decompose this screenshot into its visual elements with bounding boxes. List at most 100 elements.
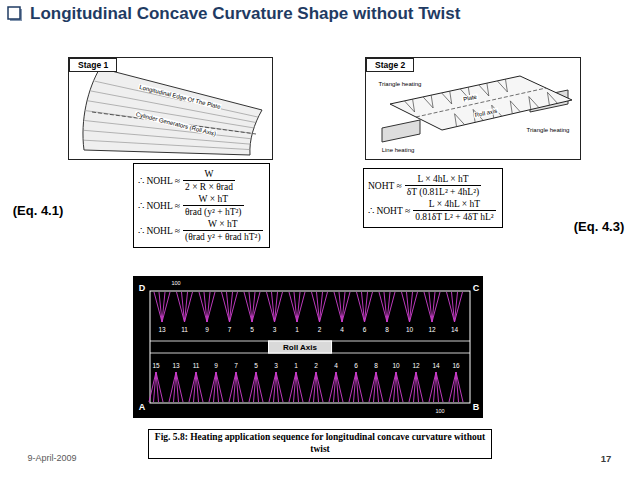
heating-triangle-line	[159, 292, 162, 322]
heating-triangle-line	[374, 372, 377, 402]
sequence-number: 11	[193, 362, 200, 369]
heating-triangle-line	[396, 372, 403, 402]
equation-lhs: ∴ NOHL ≈	[138, 225, 180, 236]
heating-triangle-line	[276, 372, 283, 402]
heating-triangle-line	[249, 292, 252, 322]
heating-triangle-line	[156, 372, 163, 402]
heating-triangle-line	[196, 372, 203, 402]
sequence-number: 12	[412, 362, 419, 369]
sequence-number: 16	[452, 362, 459, 369]
heating-triangle-line	[429, 372, 436, 402]
heating-triangle-line	[449, 372, 456, 402]
heating-triangle-line	[316, 372, 323, 402]
curved-plate	[83, 68, 262, 155]
heating-triangle-line	[369, 372, 376, 402]
heating-triangle-line	[447, 292, 455, 322]
equation-box: ∴ NOHL ≈W2 × R × θrad∴ NOHL ≈W × hTθrad …	[133, 163, 270, 248]
stage-tag: Stage 1	[69, 58, 117, 72]
part-label: Triangle heating	[526, 127, 571, 133]
triangle-heating-mark	[479, 83, 489, 96]
heating-triangle-line	[204, 292, 207, 322]
heating-triangle-line	[379, 292, 387, 322]
heating-triangle-line	[456, 372, 463, 402]
heating-triangle-line	[162, 292, 170, 322]
sequence-number: 11	[181, 326, 188, 333]
numerator: W × hT	[206, 219, 239, 230]
heating-triangle-line	[229, 372, 236, 402]
generator-line	[84, 130, 251, 144]
stage1-plate-drawing	[83, 68, 262, 155]
heating-triangle-line	[434, 372, 437, 402]
heating-triangle-line	[312, 292, 320, 322]
sequence-number: 9	[214, 362, 218, 369]
heating-triangle-line	[314, 372, 317, 402]
part-label: Line heating	[381, 147, 416, 153]
roll-axis-label: Roll Axis	[268, 341, 332, 354]
generator-line	[95, 81, 259, 117]
sequence-number: 14	[432, 362, 439, 369]
part-label: Roll axis	[473, 107, 498, 118]
page-number: 17	[601, 453, 612, 464]
heating-triangle-line	[362, 292, 365, 322]
denominator: 2 × R × θrad	[183, 180, 235, 192]
part-label: Longitudinal Edge Of The Plate	[138, 84, 222, 110]
heating-triangle-line	[455, 292, 463, 322]
numerator: W × hT	[197, 194, 230, 205]
sequence-number: 12	[428, 326, 435, 333]
heating-triangle-line	[294, 372, 297, 402]
stage-tag: Stage 2	[366, 58, 414, 72]
heating-triangle-line	[185, 292, 193, 322]
heating-triangle-line	[429, 292, 432, 322]
sequence-number: 6	[354, 362, 358, 369]
sequence-number: 10	[406, 326, 413, 333]
heating-triangle-line	[356, 372, 363, 402]
equation-line: ∴ NOHL ≈W × hTθrad (y² + hT²)	[138, 194, 263, 217]
equation-lhs: NOHT ≈	[368, 181, 402, 191]
heating-triangle-line	[207, 292, 215, 322]
sequence-number: 1	[295, 326, 299, 333]
sequence-number: 3	[274, 362, 278, 369]
heating-triangle-line	[410, 292, 418, 322]
heating-triangle-line	[436, 372, 443, 402]
triangle-heating-mark	[547, 92, 557, 105]
figure-ground	[133, 276, 483, 418]
heating-triangle-line	[336, 372, 343, 402]
heating-triangle-line	[272, 292, 275, 322]
bullet-box	[8, 7, 20, 19]
heating-triangle-line	[256, 372, 263, 402]
heating-triangle-line	[394, 372, 397, 402]
heating-triangle-line	[230, 292, 238, 322]
heating-triangle-line	[357, 292, 365, 322]
heating-triangle-line	[454, 372, 457, 402]
denominator: 0.81δT L² + 4δT hL²	[413, 210, 496, 222]
triangle-heating-mark	[510, 101, 520, 114]
heating-triangle-line	[402, 292, 410, 322]
heating-triangle-line	[234, 372, 237, 402]
heating-triangle-line	[407, 292, 410, 322]
heating-triangle-line	[339, 292, 342, 322]
sequence-number: 2	[314, 362, 318, 369]
triangle-heating-mark	[423, 95, 433, 108]
heating-triangle-line	[414, 372, 417, 402]
sequence-number: 1	[294, 362, 298, 369]
sequence-number: 5	[254, 362, 258, 369]
triangle-heating-mark	[405, 99, 415, 112]
heating-triangle-line	[409, 372, 416, 402]
sequence-number: 9	[205, 326, 209, 333]
sequence-number: 14	[451, 326, 458, 333]
numerator: L × 4hL × hT	[427, 199, 482, 210]
heating-triangle-line	[227, 292, 230, 322]
heating-triangle-line	[189, 372, 196, 402]
triangle-heating-mark	[497, 79, 507, 92]
heating-triangle-line	[294, 292, 297, 322]
sequence-number: 2	[318, 326, 322, 333]
equation-lhs: ∴ NOHL ≈	[138, 200, 180, 211]
heating-triangle-line	[249, 372, 256, 402]
heating-triangle-line	[432, 292, 440, 322]
sequence-number: 5	[250, 326, 254, 333]
sequence-number: 15	[152, 362, 159, 369]
heating-triangle-line	[177, 292, 185, 322]
heating-triangle-line	[149, 372, 156, 402]
